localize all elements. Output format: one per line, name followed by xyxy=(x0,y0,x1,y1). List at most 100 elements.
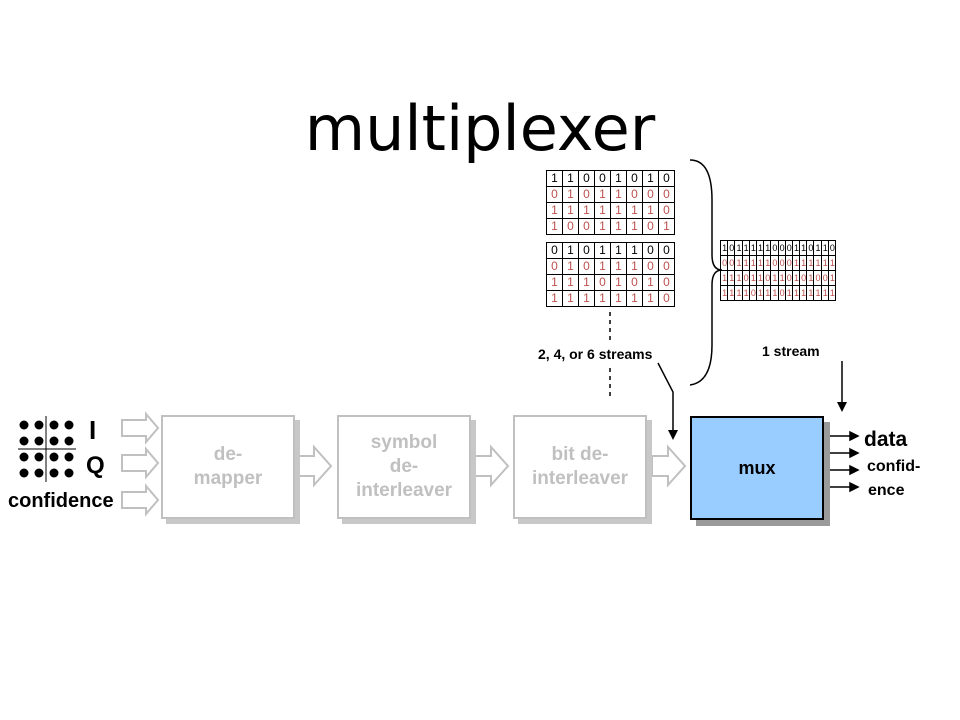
bit-cell: 1 xyxy=(626,258,643,275)
bit-cell: 1 xyxy=(562,242,579,259)
bit-cell: 1 xyxy=(734,240,743,256)
bit-cell: 1 xyxy=(719,240,728,256)
bit-cell: 1 xyxy=(827,270,837,286)
bit-cell: 1 xyxy=(594,186,611,203)
bit-cell: 0 xyxy=(799,270,807,286)
bit-cell: 0 xyxy=(784,255,793,271)
bit-cell: 1 xyxy=(791,270,800,286)
single-stream-label: 1 stream xyxy=(762,343,820,359)
bit-cell: 1 xyxy=(755,255,764,271)
bit-cell: 0 xyxy=(763,270,771,286)
bit-cell: 1 xyxy=(827,285,837,301)
bit-cell: 1 xyxy=(610,274,627,291)
data-output-label: data xyxy=(864,428,908,451)
bit-cell: 1 xyxy=(806,255,814,271)
bit-cell: 0 xyxy=(806,240,814,256)
bit-cell: 0 xyxy=(770,255,778,271)
symbol-deinterleaver-line-3: interleaver xyxy=(355,480,453,501)
bit-cell: 1 xyxy=(642,202,659,219)
bit-cell: 1 xyxy=(813,285,822,301)
bit-cell: 0 xyxy=(578,258,595,275)
bit-cell: 1 xyxy=(727,285,735,301)
bit-cell: 1 xyxy=(799,240,807,256)
mux-label: mux xyxy=(738,457,776,478)
page-title: multiplexer xyxy=(304,92,656,165)
block-arrows xyxy=(297,444,687,488)
bit-cell: 1 xyxy=(562,258,579,275)
bit-cell: 1 xyxy=(755,285,764,301)
demapper-line-2: mapper xyxy=(193,468,263,489)
bit-cell: 1 xyxy=(610,290,627,307)
bit-cell: 0 xyxy=(546,242,563,259)
bit-cell: 1 xyxy=(820,240,829,256)
multi-stream-label: 2, 4, or 6 streams xyxy=(538,346,653,362)
q-label: Q xyxy=(86,452,105,479)
bit-cell: 1 xyxy=(626,202,643,219)
bit-cell: 1 xyxy=(763,255,771,271)
bit-cell: 0 xyxy=(658,290,675,307)
bit-cell: 1 xyxy=(562,186,579,203)
bit-cell: 0 xyxy=(578,242,595,259)
bit-cell: 0 xyxy=(578,218,595,235)
bit-cell: 1 xyxy=(610,218,627,235)
bit-cell: 0 xyxy=(594,274,611,291)
bit-cell: 1 xyxy=(594,258,611,275)
bit-cell: 0 xyxy=(562,218,579,235)
bit-cell: 1 xyxy=(626,242,643,259)
bit-cell: 1 xyxy=(791,240,800,256)
bit-cell: 1 xyxy=(626,290,643,307)
bit-cell: 1 xyxy=(578,290,595,307)
bit-cell: 0 xyxy=(777,240,786,256)
bit-cell: 1 xyxy=(594,218,611,235)
bit-cell: 1 xyxy=(741,285,750,301)
bit-cell: 0 xyxy=(770,240,778,256)
bit-cell: 1 xyxy=(820,285,829,301)
bit-cell: 0 xyxy=(658,186,675,203)
bit-cell: 0 xyxy=(626,186,643,203)
bit-cell: 1 xyxy=(546,274,563,291)
bit-cell: 0 xyxy=(578,186,595,203)
bit-cell: 0 xyxy=(820,270,829,286)
bit-cell: 1 xyxy=(642,290,659,307)
bit-cell: 1 xyxy=(755,240,764,256)
bit-cell: 0 xyxy=(784,270,793,286)
confidence-output-label-2: ence xyxy=(868,482,905,499)
bit-cell: 1 xyxy=(748,240,757,256)
bit-cell: 1 xyxy=(748,255,757,271)
bit-cell: 0 xyxy=(748,285,757,301)
bit-cell: 0 xyxy=(813,270,822,286)
bit-cell: 1 xyxy=(626,218,643,235)
bit-cell: 1 xyxy=(813,255,822,271)
confidence-label: confidence xyxy=(8,490,114,512)
bit-cell: 1 xyxy=(791,255,800,271)
bit-cell: 1 xyxy=(770,285,778,301)
bit-cell: 0 xyxy=(658,258,675,275)
output-arrows xyxy=(824,430,860,493)
bit-cell: 1 xyxy=(562,170,579,187)
bit-cell: 1 xyxy=(791,285,800,301)
i-label: I xyxy=(89,415,97,445)
bit-deinterleaver-block: bit de- interleaver xyxy=(513,415,647,519)
bit-deinterleaver-line-2: interleaver xyxy=(531,468,629,489)
bit-cell: 0 xyxy=(642,218,659,235)
bit-cell: 1 xyxy=(546,202,563,219)
symbol-deinterleaver-line-2: de- xyxy=(389,456,419,477)
bit-cell: 0 xyxy=(827,240,837,256)
bit-cell: 1 xyxy=(610,202,627,219)
bit-cell: 0 xyxy=(642,242,659,259)
bit-deinterleaver-line-1: bit de- xyxy=(551,444,609,465)
bit-cell: 0 xyxy=(719,255,728,271)
bit-cell: 1 xyxy=(748,270,757,286)
symbol-deinterleaver-line-1: symbol xyxy=(370,432,438,453)
bit-cell: 0 xyxy=(626,274,643,291)
bit-cell: 1 xyxy=(784,285,793,301)
bit-cell: 1 xyxy=(610,258,627,275)
bit-cell: 1 xyxy=(658,218,675,235)
